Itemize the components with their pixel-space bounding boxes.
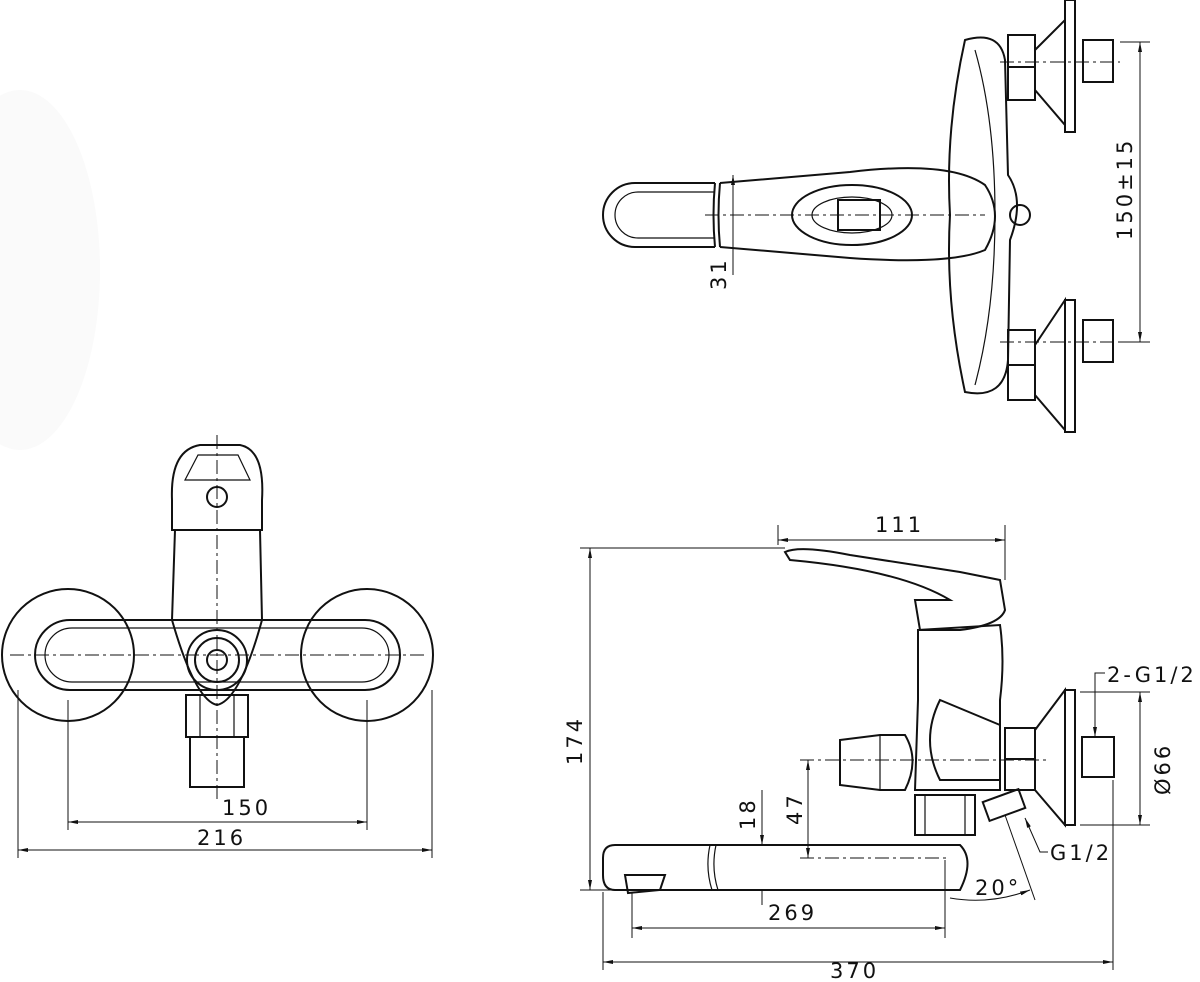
- handle-front: [170, 444, 264, 531]
- label-outlet-angle: 20°: [975, 876, 1021, 900]
- inlet-bottom: [1007, 296, 1114, 433]
- spout-side: [602, 844, 969, 891]
- side-view: 111 174 18 47 269 370 Ø66 2-G1/2 G1/2 20…: [563, 513, 1197, 982]
- lever-outline: [602, 182, 715, 248]
- label-lever-length: 111: [875, 513, 924, 537]
- label-front-spacing: 150: [222, 796, 271, 820]
- label-spout-height: 18: [736, 797, 760, 830]
- inlet-side: [1004, 687, 1115, 828]
- label-outlet-thread: G1/2: [1050, 841, 1112, 865]
- label-height: 174: [563, 716, 587, 765]
- lever-side: [783, 548, 1007, 631]
- label-overall-length: 370: [830, 959, 879, 982]
- label-overall-width: 216: [197, 826, 246, 850]
- label-lever-width: 31: [707, 257, 731, 290]
- top-view: 150±15 31: [602, 0, 1150, 433]
- body-outline: [948, 36, 1019, 395]
- label-flange-diameter: Ø66: [1151, 743, 1175, 795]
- inlet-top: [1007, 0, 1114, 133]
- label-inlet-spacing: 150±15: [1113, 138, 1137, 240]
- label-outlet-offset: 47: [783, 792, 807, 825]
- front-view: 150 216: [1, 435, 434, 858]
- faint-shadow: [0, 90, 100, 450]
- label-inlet-thread: 2-G1/2: [1107, 663, 1197, 687]
- label-spout-reach: 269: [768, 901, 817, 925]
